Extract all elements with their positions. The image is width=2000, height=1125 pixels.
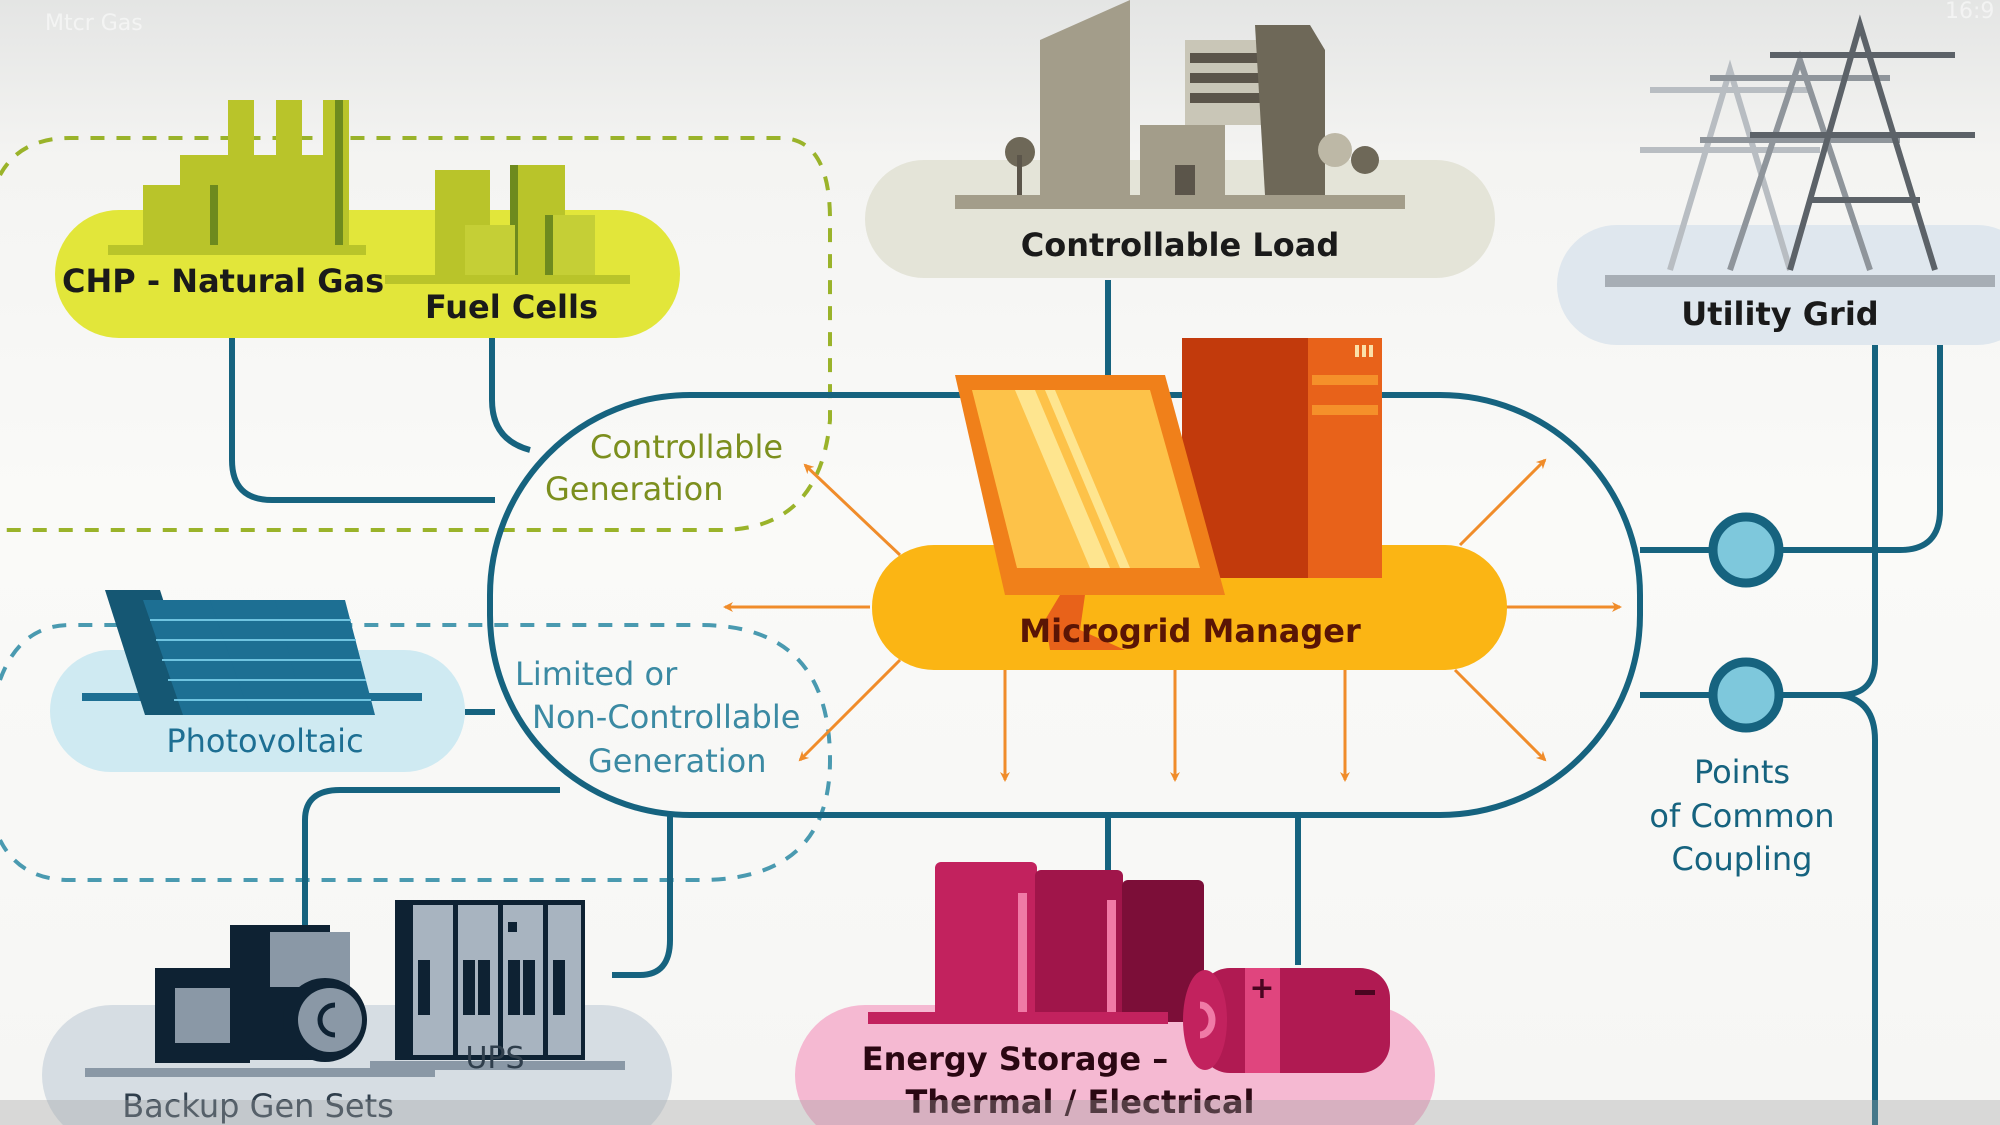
chp-plant-icon — [108, 100, 366, 255]
energy-storage-label-line1: Energy Storage – — [862, 1040, 1168, 1078]
pcc-node-1[interactable] — [1708, 512, 1784, 588]
ups-connection — [612, 815, 673, 978]
watermark-right: 16:9 — [1945, 0, 1994, 24]
non-controllable-generation-group-outline — [0, 623, 833, 882]
fuel-cells-label: Fuel Cells — [425, 288, 598, 326]
photovoltaic-label: Photovoltaic — [166, 722, 363, 760]
pcc-label: Points of Common Coupling — [1649, 753, 1834, 878]
video-bottom-bar — [0, 1100, 2000, 1125]
svg-text:Non-Controllable: Non-Controllable — [532, 698, 800, 736]
fuel-cell-icon — [385, 165, 630, 284]
generator-icon — [85, 925, 435, 1077]
controllable-load-pill — [865, 160, 1495, 278]
microgrid-manager-node[interactable]: Microgrid Manager — [872, 338, 1507, 670]
energy-storage-label-line2: Thermal / Electrical — [905, 1083, 1254, 1121]
chp-fuel-cells-node[interactable]: CHP - Natural Gas Fuel Cells — [55, 100, 680, 338]
solar-panel-icon — [105, 590, 375, 715]
chp-label: CHP - Natural Gas — [62, 262, 384, 300]
microgrid-manager-label: Microgrid Manager — [1019, 612, 1361, 650]
transmission-tower-icon — [1640, 14, 1975, 271]
backup-gen-label: Backup Gen Sets — [122, 1087, 394, 1125]
thermal-tanks-icon — [868, 862, 1204, 1024]
arrow-up-right — [1458, 458, 1547, 547]
arrow-down-right — [1453, 668, 1547, 762]
pcc2-down-link — [1839, 692, 1878, 1125]
utility-grid-label: Utility Grid — [1681, 295, 1878, 333]
svg-text:+: + — [1249, 971, 1274, 1006]
arrow-up-left — [803, 463, 902, 557]
grid-base-icon — [1605, 275, 1995, 287]
utility-grid-node[interactable]: Utility Grid — [1557, 14, 2000, 345]
ups-label: UPS — [465, 1041, 524, 1076]
svg-text:Controllable: Controllable — [590, 428, 783, 466]
battery-icon: + — [1183, 968, 1390, 1073]
backup-gen-connection — [302, 787, 560, 935]
chp-connection — [229, 330, 495, 503]
controllable-generation-label: Controllable Generation — [545, 428, 783, 508]
backup-ups-node[interactable]: UPS Backup Gen Sets — [42, 900, 672, 1125]
svg-text:Generation: Generation — [545, 470, 724, 508]
ups-cabinet-icon — [370, 900, 625, 1070]
non-controllable-generation-label: Limited or Non-Controllable Generation — [515, 655, 800, 780]
arrow-down-left — [798, 658, 902, 762]
pcc-node-2[interactable] — [1708, 657, 1784, 733]
svg-text:Points: Points — [1694, 753, 1790, 791]
controllable-load-node[interactable]: Controllable Load — [865, 0, 1495, 278]
svg-text:Generation: Generation — [588, 742, 767, 780]
svg-text:of Common: of Common — [1649, 797, 1834, 835]
controllable-generation-group-outline — [0, 136, 832, 532]
watermark-left: Mtcr Gas — [45, 11, 143, 36]
fuel-cells-connection — [489, 335, 531, 453]
buildings-icon — [955, 0, 1405, 209]
energy-storage-node[interactable]: + Energy Storage – Thermal / Electrical — [795, 862, 1435, 1125]
svg-text:Limited or: Limited or — [515, 655, 678, 693]
computer-server-icon — [955, 338, 1382, 650]
control-arrows — [723, 458, 1622, 782]
pcc1-grid-link — [1745, 345, 1943, 553]
controllable-load-label: Controllable Load — [1021, 226, 1339, 264]
svg-text:Coupling: Coupling — [1672, 840, 1813, 878]
photovoltaic-node[interactable]: Photovoltaic — [50, 590, 465, 772]
